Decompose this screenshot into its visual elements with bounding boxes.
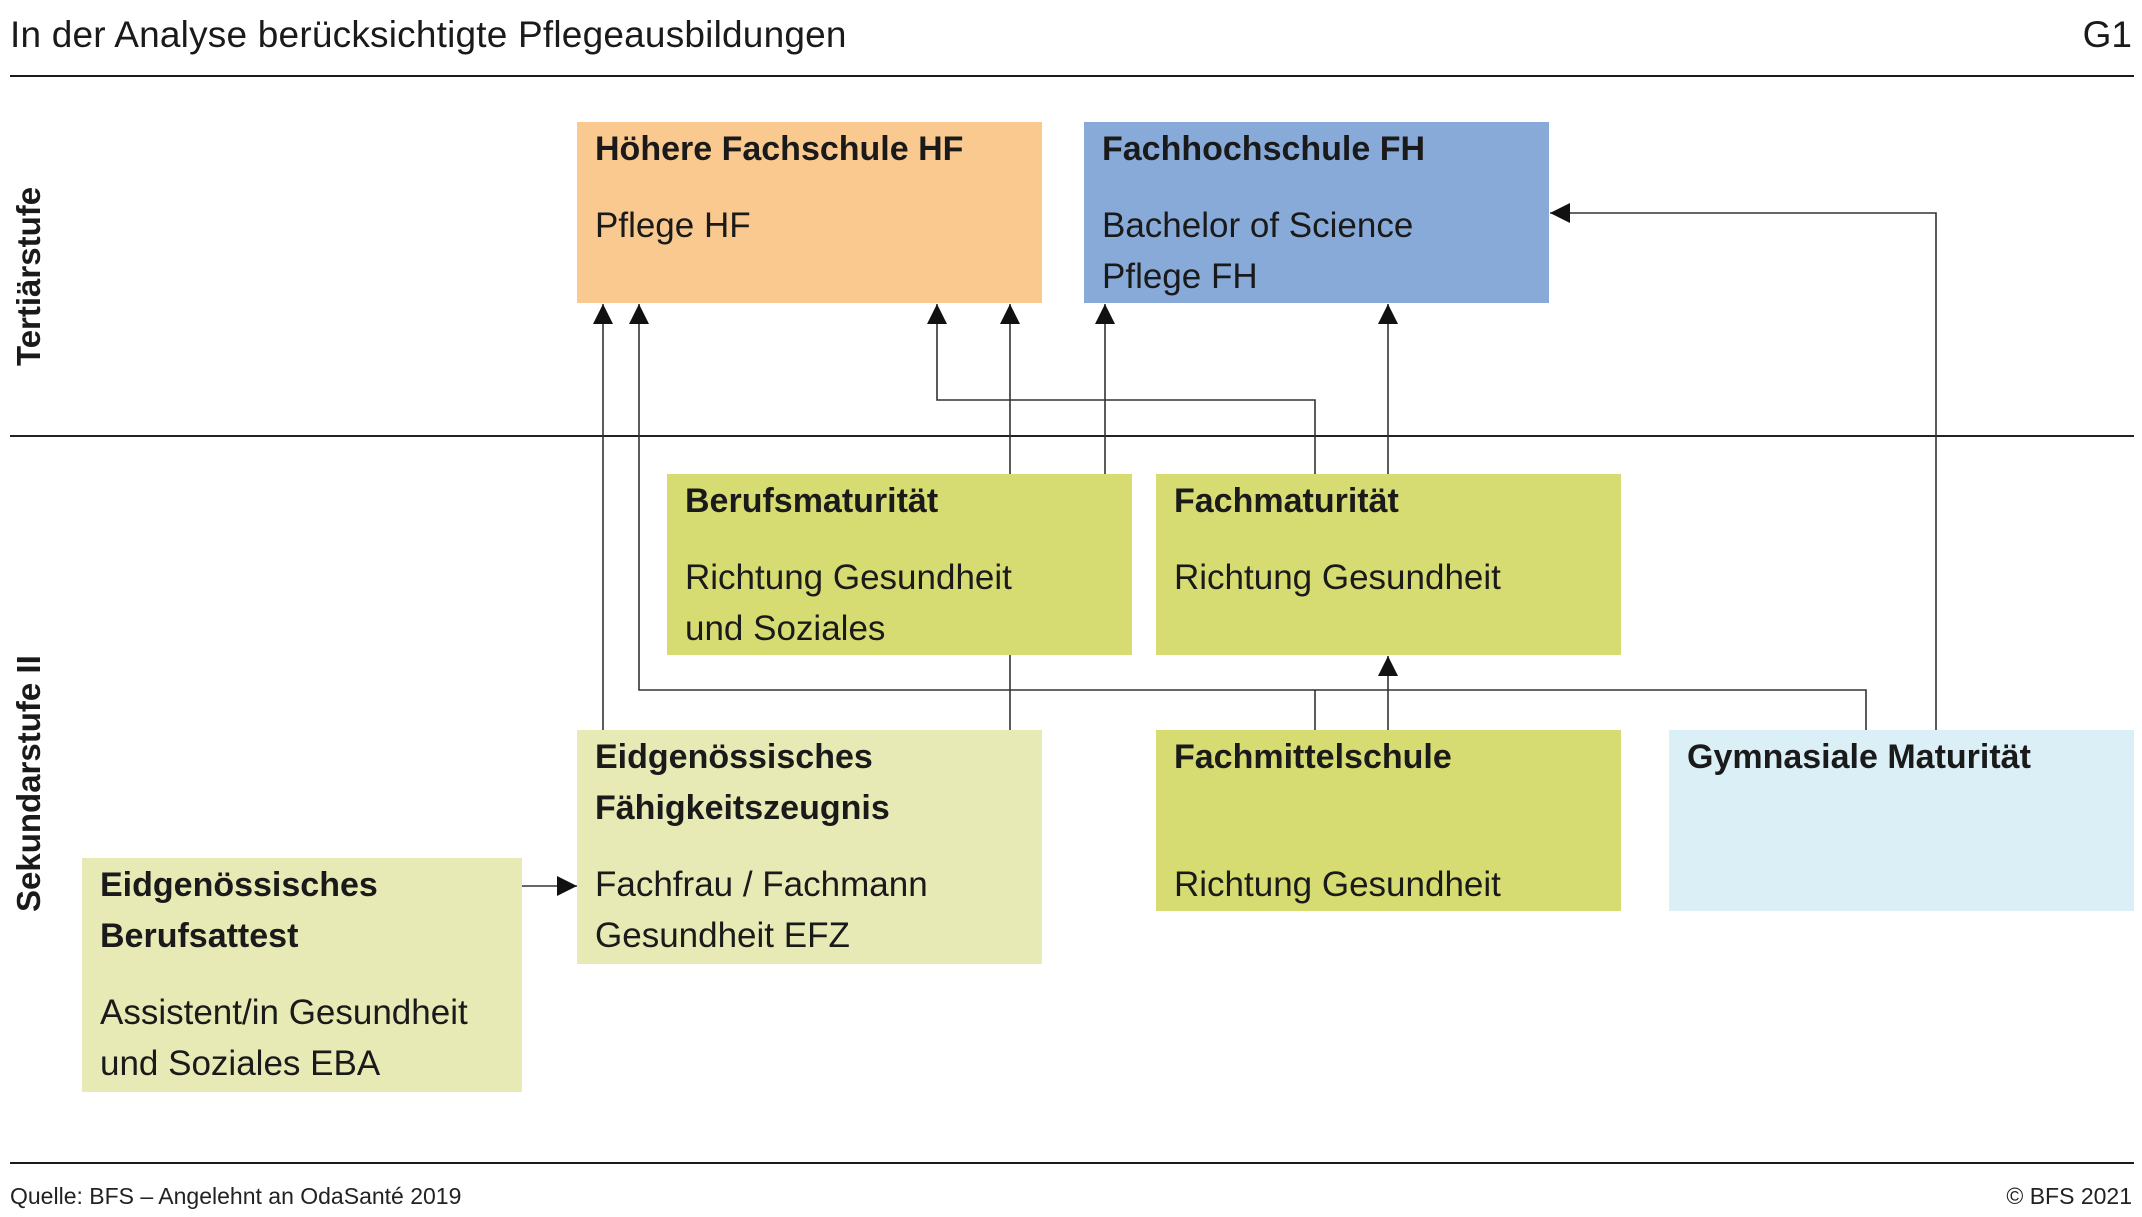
box-berufsmaturitaet: Berufsmaturität Richtung Gesundheit und … (667, 474, 1132, 655)
connector-gym-to-hf (629, 304, 1867, 730)
box-fachhochschule: Fachhochschule FH Bachelor of Science Pf… (1084, 122, 1549, 303)
box-eidg-faehigkeitszeugnis: Eidgenössisches Fähigkeitszeugnis Fachfr… (577, 730, 1042, 964)
chart-title: In der Analyse berücksichtigte Pflegeaus… (10, 14, 847, 55)
box-title: Berufsmaturität (685, 482, 939, 520)
box-subtitle: Assistent/in Gesundheit und Soziales EBA (100, 993, 468, 1083)
box-title: Eidgenössisches Berufsattest (100, 866, 378, 955)
box-subtitle: Bachelor of Science Pflege FH (1102, 206, 1414, 296)
box-title: Höhere Fachschule HF (595, 130, 964, 168)
box-title: Eidgenössisches Fähigkeitszeugnis (595, 738, 890, 827)
box-title: Fachmaturität (1174, 482, 1399, 520)
top-rule (10, 75, 2134, 77)
bottom-rule (10, 1162, 2134, 1164)
box-gymnasiale-maturitaet: Gymnasiale Maturität (1669, 730, 2134, 911)
figure-number: G1 (2082, 14, 2132, 55)
box-subtitle: Richtung Gesundheit und Soziales (685, 558, 1012, 648)
connector-gym-to-fh (1550, 203, 1937, 730)
copyright-note: © BFS 2021 (2006, 1183, 2132, 1209)
box-title: Fachhochschule FH (1102, 130, 1426, 168)
box-subtitle: Pflege HF (595, 206, 751, 245)
box-title: Fachmittelschule (1174, 738, 1452, 776)
box-eidg-berufsattest: Eidgenössisches Berufsattest Assistent/i… (82, 858, 522, 1092)
box-fachmittelschule: Fachmittelschule Richtung Gesundheit (1156, 730, 1621, 911)
connector-fm-to-hf (927, 304, 1316, 474)
stage-divider (10, 435, 2134, 437)
box-title: Gymnasiale Maturität (1687, 738, 2031, 776)
box-hoehere-fachschule: Höhere Fachschule HF Pflege HF (577, 122, 1042, 303)
box-fachmaturitaet: Fachmaturität Richtung Gesundheit (1156, 474, 1621, 655)
source-note: Quelle: BFS – Angelehnt an OdaSanté 2019 (10, 1183, 462, 1209)
box-subtitle: Richtung Gesundheit (1174, 558, 1501, 597)
box-subtitle: Fachfrau / Fachmann Gesundheit EFZ (595, 865, 928, 955)
box-subtitle: Richtung Gesundheit (1174, 865, 1501, 904)
